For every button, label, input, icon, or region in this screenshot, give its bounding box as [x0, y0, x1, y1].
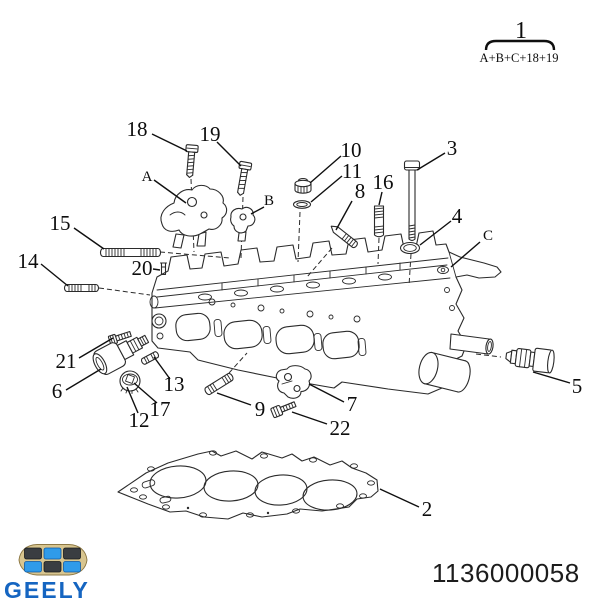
bolt-3-drawing	[403, 160, 421, 242]
callout-16: 16	[373, 170, 394, 194]
callout-3: 3	[447, 136, 458, 160]
callout-b: B	[264, 193, 274, 209]
callout-7: 7	[347, 392, 358, 416]
cylinder-head-drawing	[149, 230, 502, 395]
callout-6: 6	[52, 379, 63, 403]
callout-19: 19	[200, 122, 221, 146]
stud-9-drawing	[204, 372, 234, 396]
part-b-drawing	[230, 206, 256, 242]
callout-21: 21	[56, 349, 77, 373]
plug-12-drawing	[119, 370, 141, 394]
seal-11-drawing	[292, 200, 312, 209]
bolt-22-drawing	[270, 401, 297, 419]
callout-20: 20	[132, 256, 153, 280]
assembly-axis-lines	[98, 178, 502, 374]
geely-emblem	[18, 544, 88, 576]
part-a-drawing	[160, 184, 228, 249]
brand-wordmark: GEELY	[4, 577, 90, 600]
callout-13: 13	[164, 372, 185, 396]
stud-16-drawing	[373, 205, 385, 238]
callout-22: 22	[330, 416, 351, 440]
pin-8-drawing	[330, 225, 358, 249]
head-gasket-drawing	[117, 450, 379, 520]
callout-12: 12	[129, 408, 150, 432]
group-bracket	[484, 39, 556, 51]
stud-14-drawing	[63, 283, 100, 293]
callout-17: 17	[150, 397, 171, 421]
pin-20-drawing	[159, 262, 168, 276]
cap-10-drawing	[294, 177, 312, 194]
sensor-5-drawing	[505, 347, 555, 374]
stud-13-drawing	[140, 351, 160, 365]
callout-c: C	[483, 228, 493, 244]
callout-15: 15	[50, 211, 71, 235]
bolt-18-drawing	[185, 144, 199, 178]
stud-15-drawing	[99, 247, 162, 258]
callout-9: 9	[255, 397, 266, 421]
callout-4: 4	[452, 204, 463, 228]
bracket-7-drawing	[275, 365, 312, 399]
callout-14: 14	[18, 249, 40, 273]
leader-lines	[40, 133, 571, 508]
emblem-tiles	[24, 547, 81, 573]
group-formula: A+B+C+18+19	[480, 51, 559, 65]
sensor-6-drawing	[92, 334, 150, 375]
washer-4-drawing	[399, 241, 421, 255]
part-number: 1136000058	[432, 558, 580, 588]
callout-a: A	[142, 169, 153, 185]
callout-11: 11	[342, 159, 362, 183]
callout-1: 1	[515, 18, 527, 44]
callout-2: 2	[422, 497, 433, 521]
callout-18: 18	[127, 117, 148, 141]
bolt-19-drawing	[237, 160, 253, 196]
callout-8: 8	[355, 179, 366, 203]
callout-5: 5	[572, 374, 583, 398]
callout-10: 10	[341, 138, 362, 162]
